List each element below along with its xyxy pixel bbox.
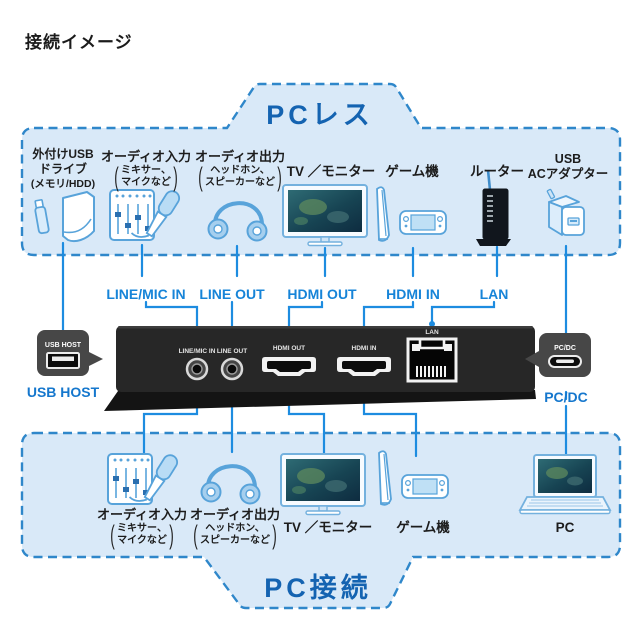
audio-output-label: オーディオ出力 ( ヘッドホン、スピーカーなど ): [194, 149, 286, 192]
pc-label: PC: [555, 520, 575, 535]
audio-output-label: オーディオ出力 ( ヘッドホン、スピーカーなど ): [189, 507, 281, 550]
capture-device: [104, 326, 536, 411]
tv-monitor-icon: [280, 453, 366, 516]
usb-host-callout: USB HOST: [37, 330, 103, 376]
pc-less-heading: PCレス: [266, 100, 374, 130]
device-line-out-label: LINE OUT: [217, 348, 247, 355]
line-out-port: [220, 357, 244, 381]
usb-host-label: USB HOST: [26, 384, 100, 400]
hdmi-out-port: [262, 357, 316, 376]
tv-monitor-icon: [282, 184, 368, 247]
hdmi-out-label: HDMI OUT: [287, 286, 357, 302]
usb-drive-label: 外付けUSB ドライブ (メモリ/HDD): [30, 147, 96, 190]
line-out-label: LINE OUT: [199, 286, 265, 302]
line-mic-in-label: LINE/MIC IN: [106, 286, 186, 302]
device-hdmi-in-label: HDMI IN: [352, 345, 377, 352]
device-line-mic-in-label: LINE/MIC IN: [179, 348, 216, 355]
pc-connect-heading: PC接続: [264, 573, 372, 603]
game-console-label: ゲーム機: [385, 164, 439, 179]
line-mic-in-port: [185, 357, 209, 381]
device-lan-label: LAN: [425, 329, 439, 336]
lan-label: LAN: [479, 286, 509, 302]
pc-connect-zone-panel: [20, 431, 622, 610]
tv-monitor-label: TV ／モニター: [286, 164, 376, 179]
device-hdmi-out-label: HDMI OUT: [273, 345, 305, 352]
game-console-label: ゲーム機: [396, 520, 450, 535]
page-title: 接続イメージ: [25, 33, 133, 52]
pc-laptop-icon: [519, 454, 611, 515]
router-label: ルーター: [470, 164, 524, 179]
hdmi-in-port: [337, 357, 391, 376]
audio-input-label: オーディオ入力 ( ミキサー、マイクなど ): [96, 507, 188, 550]
hdmi-in-label: HDMI IN: [386, 286, 440, 302]
pc-dc-callout-label: PC/DC: [554, 345, 576, 352]
tv-monitor-label: TV ／モニター: [283, 520, 373, 535]
pc-dc-label: PC/DC: [544, 389, 588, 405]
usb-host-callout-label: USB HOST: [45, 342, 82, 349]
audio-input-label: オーディオ入力 ( ミキサー、マイクなど ): [100, 149, 192, 192]
lan-port: [406, 337, 458, 383]
pc-dc-callout: PC/DC: [525, 333, 591, 377]
ac-adapter-label: USB ACアダプター: [527, 152, 609, 181]
